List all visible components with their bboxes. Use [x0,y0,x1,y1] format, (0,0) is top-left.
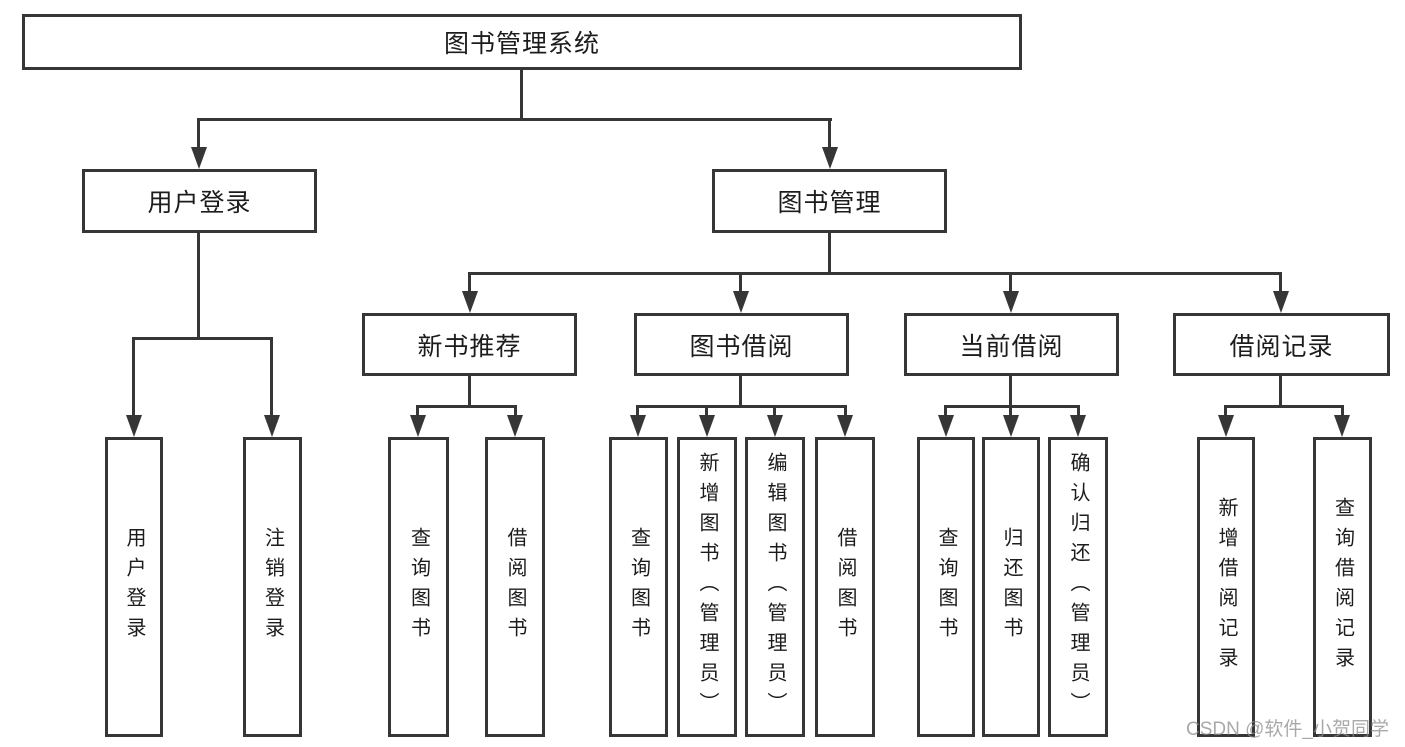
leaf-records-add-record: 新增借阅记录 [1197,437,1255,737]
leaf-borrowing-edit-books-admin: 编辑图书（管理员） [745,437,805,737]
connector-line [1009,405,1012,417]
connector-line [197,118,200,149]
connector-line [270,337,273,417]
arrowhead-down-icon [938,415,954,437]
node-label: 图书管理系统 [443,30,600,58]
arrowhead-down-icon [1003,415,1019,437]
node-label: 借阅图书 [504,527,526,647]
arrowhead-down-icon [837,415,853,437]
connector-line [514,405,517,417]
arrowhead-down-icon [630,415,646,437]
connector-line [773,405,776,417]
node-borrowing-records: 借阅记录 [1173,313,1390,376]
connector-line [636,405,847,408]
node-label: 图书借阅 [689,332,794,361]
arrowhead-down-icon [1003,291,1019,313]
leaf-recommend-query-books: 查询图书 [388,437,449,737]
arrowhead-down-icon [1218,415,1234,437]
arrowhead-down-icon [1070,415,1086,437]
node-label: 借阅记录 [1229,332,1334,361]
node-label: 归还图书 [1000,527,1022,647]
connector-line [1009,272,1012,293]
arrowhead-down-icon [1273,291,1289,313]
connector-line [1224,405,1227,417]
leaf-user-login: 用户登录 [105,437,163,737]
node-label: 借阅图书 [834,527,856,647]
arrowhead-down-icon [822,147,838,169]
connector-line [828,118,831,149]
connector-line [1279,376,1282,405]
arrowhead-down-icon [410,415,426,437]
node-library-management-system: 图书管理系统 [22,14,1022,70]
node-label: 查询图书 [935,527,957,647]
leaf-logout: 注销登录 [243,437,302,737]
node-label: 注销登录 [261,527,284,647]
arrowhead-down-icon [1334,415,1350,437]
connector-line [944,405,1080,408]
connector-line [468,376,471,405]
connector-line [197,233,200,337]
node-label: 编辑图书（管理员） [764,452,786,722]
connector-line [520,70,523,118]
connector-line [197,118,832,121]
node-label: 查询图书 [627,527,650,647]
connector-line [844,405,847,417]
connector-line [132,337,135,417]
connector-line [1077,405,1080,417]
connector-line [828,233,831,272]
connector-line [739,272,742,293]
arrowhead-down-icon [191,147,207,169]
connector-line [705,405,708,417]
leaf-borrowing-borrow-books: 借阅图书 [815,437,875,737]
node-label: 查询图书 [407,527,430,647]
connector-line [416,405,419,417]
node-label: 新书推荐 [417,332,522,361]
csdn-watermark: CSDN @软件_小贺同学 [1186,719,1389,740]
arrowhead-down-icon [733,291,749,313]
node-label: 图书管理 [777,189,882,217]
arrowhead-down-icon [507,415,523,437]
arrowhead-down-icon [264,415,280,437]
node-label: 用户登录 [147,189,252,217]
node-current-borrowing: 当前借阅 [904,313,1119,376]
arrowhead-down-icon [767,415,783,437]
arrowhead-down-icon [699,415,715,437]
node-new-book-recommend: 新书推荐 [362,313,577,376]
leaf-borrowing-query-books: 查询图书 [609,437,668,737]
arrowhead-down-icon [462,291,478,313]
leaf-borrowing-add-books-admin: 新增图书（管理员） [677,437,737,737]
node-book-borrowing: 图书借阅 [634,313,849,376]
connector-line [1341,405,1344,417]
leaf-records-query-record: 查询借阅记录 [1313,437,1372,737]
leaf-recommend-borrow-books: 借阅图书 [485,437,545,737]
connector-line [416,405,517,408]
leaf-current-query-books: 查询图书 [917,437,975,737]
connector-line [1279,272,1282,293]
leaf-current-confirm-return-admin: 确认归还（管理员） [1048,437,1108,737]
node-label: 当前借阅 [959,332,1064,361]
node-label: 确认归还（管理员） [1067,452,1089,722]
node-book-management: 图书管理 [712,169,947,233]
connector-line [132,337,273,340]
leaf-current-return-books: 归还图书 [982,437,1040,737]
arrowhead-down-icon [126,415,142,437]
connector-line [468,272,471,293]
node-label: 新增图书（管理员） [696,452,718,722]
connector-line [944,405,947,417]
connector-line [468,272,1282,275]
connector-line [1224,405,1344,408]
node-user-login: 用户登录 [82,169,317,233]
node-label: 用户登录 [123,527,145,647]
node-label: 查询借阅记录 [1331,497,1354,677]
connector-line [739,376,742,405]
node-label: 新增借阅记录 [1215,497,1237,677]
connector-line [636,405,639,417]
connector-line [1009,376,1012,405]
